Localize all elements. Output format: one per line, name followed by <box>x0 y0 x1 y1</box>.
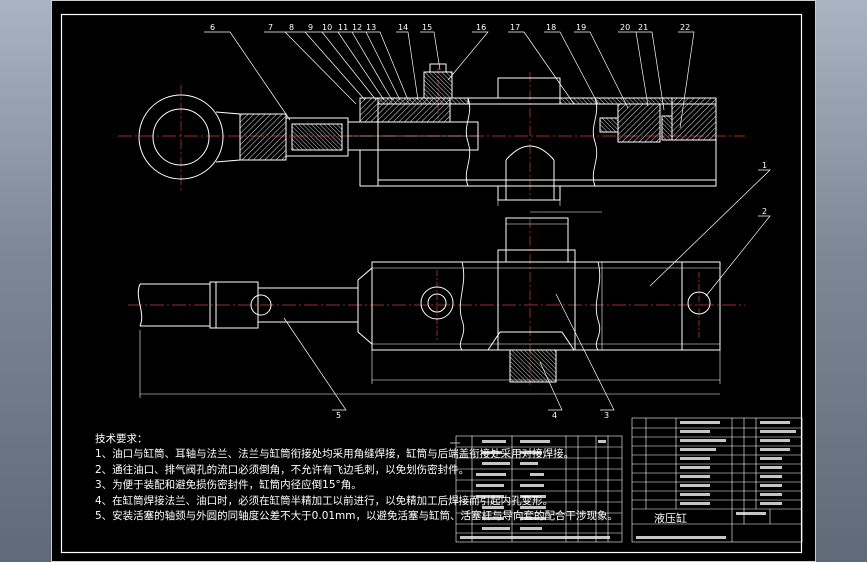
note-item: 1、油口与缸筒、耳轴与法兰、法兰与缸筒衔接处均采用角缝焊接，缸筒与后端盖衔接处采… <box>95 448 575 461</box>
balloon-number: 11 <box>338 23 348 32</box>
table-text-marks <box>460 421 796 539</box>
note-item: 3、为便于装配和避免损伤密封件，缸筒内径应倒15°角。 <box>95 479 362 492</box>
notes-heading: 技术要求： <box>95 433 148 445</box>
technical-notes: 技术要求： 1、油口与缸筒、耳轴与法兰、法兰与缸筒衔接处均采用角缝焊接，缸筒与后… <box>95 432 618 524</box>
balloon-number: 7 <box>268 23 273 32</box>
balloon-number: 13 <box>366 23 376 32</box>
note-item: 5、安装活塞的轴颈与外圆的同轴度公差不大于0.01mm，以避免活塞与缸筒、活塞杆… <box>95 509 619 522</box>
balloon-number: 6 <box>210 23 215 32</box>
balloon-number: 18 <box>546 23 556 32</box>
balloon-number: 5 <box>336 411 341 420</box>
rod-eye-outer <box>138 94 224 180</box>
note-item: 2、通往油口、排气阀孔的流口必须倒角，不允许有飞边毛刺，以免划伤密封件。 <box>95 463 470 476</box>
balloon-number: 10 <box>322 23 332 32</box>
part-balloons: 6 7 8 9 10 11 12 13 14 15 16 17 18 19 20… <box>210 23 767 420</box>
balloon-number: 21 <box>638 23 648 32</box>
balloon-number: 19 <box>576 23 586 32</box>
parts-list-right <box>631 417 803 543</box>
balloon-number: 3 <box>604 411 609 420</box>
balloon-number: 17 <box>510 23 520 32</box>
parts-list-left <box>455 435 623 543</box>
title-block-name: 液压缸 <box>654 511 687 525</box>
balloon-number: 12 <box>352 23 362 32</box>
balloon-number: 8 <box>289 23 294 32</box>
balloon-number: 1 <box>762 161 767 170</box>
balloon-number: 20 <box>620 23 630 32</box>
note-item: 4、在缸筒焊接法兰、油口时，必须在缸筒半精加工以前进行，以免精加工后焊接而引起内… <box>95 494 554 507</box>
drawing-frame <box>60 13 803 554</box>
balloon-number: 22 <box>680 23 690 32</box>
balloon-number: 15 <box>422 23 432 32</box>
section-view <box>118 63 745 206</box>
balloon-number: 4 <box>552 411 557 420</box>
balloon-number: 2 <box>762 207 767 216</box>
rod-eye-bore <box>152 108 210 166</box>
leader-lines <box>204 31 771 444</box>
balloon-number: 9 <box>308 23 313 32</box>
front-view <box>128 211 745 398</box>
balloon-number: 16 <box>476 23 486 32</box>
balloon-number: 14 <box>398 23 408 32</box>
